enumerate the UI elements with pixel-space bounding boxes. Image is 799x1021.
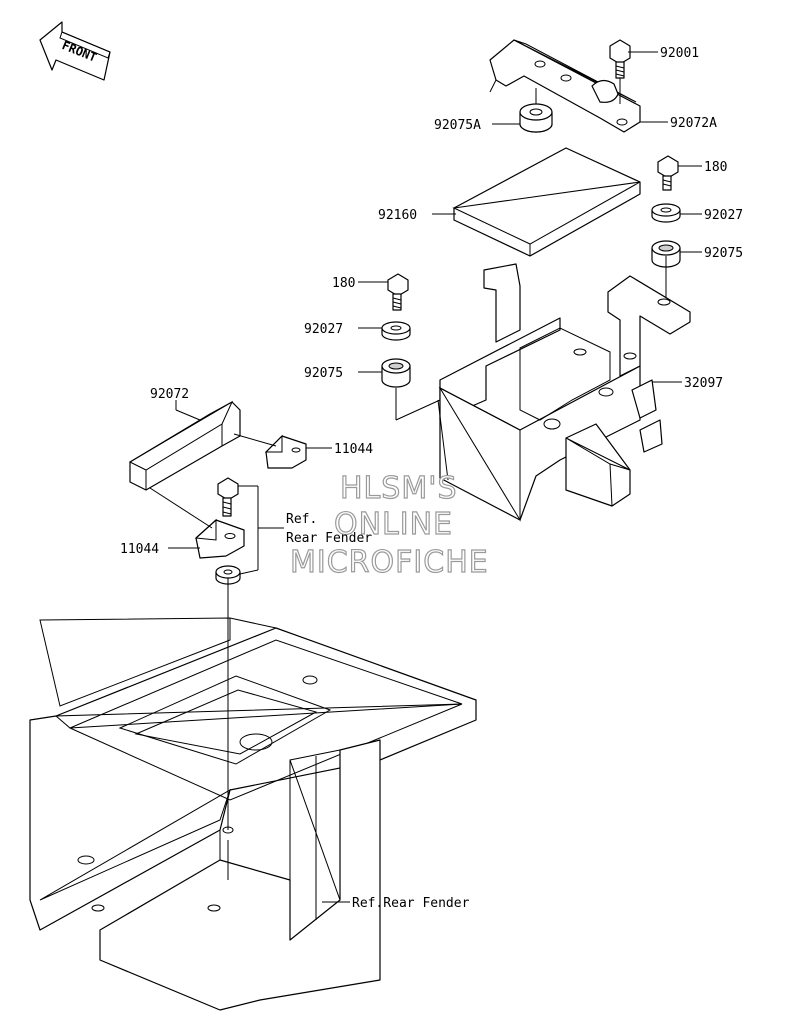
damper-top	[519, 103, 553, 133]
label-ref-fender-line1: Ref.	[286, 512, 317, 527]
washer-left	[381, 321, 411, 341]
label-clip-upper: 11044	[334, 442, 373, 457]
watermark-line2: ONLINE	[334, 507, 453, 542]
watermark: HLSM'S ONLINE MICROFICHE	[289, 470, 489, 580]
rear-fender	[29, 617, 477, 1011]
label-bolt-right: 180	[704, 160, 727, 175]
label-damper-right: 92075	[704, 246, 743, 261]
bolt-top	[609, 39, 631, 79]
battery-case	[438, 263, 691, 522]
label-bolt-top: 92001	[660, 46, 699, 61]
label-damper-top: 92075A	[434, 118, 481, 133]
watermark-line1: HLSM'S	[340, 471, 458, 506]
label-strap: 92072	[150, 387, 189, 402]
label-ref-fender-line2: Rear Fender	[286, 531, 372, 546]
bolt-lower	[217, 477, 239, 517]
leader-lines	[149, 51, 702, 903]
callout-labels: 92001 92072A 92075A 92160 180 92027 9207…	[120, 46, 743, 911]
bracket-top	[489, 39, 641, 133]
clip-upper	[264, 434, 307, 469]
watermark-line3: MICROFICHE	[290, 545, 489, 580]
bolt-left	[387, 273, 409, 311]
front-arrow-icon: FRONT	[39, 21, 111, 81]
label-washer-right: 92027	[704, 208, 743, 223]
label-damper-left: 92075	[304, 366, 343, 381]
washer-right	[651, 203, 681, 223]
label-battery-case: 32097	[684, 376, 723, 391]
strap	[128, 400, 241, 491]
label-washer-left: 92027	[304, 322, 343, 337]
damper-left	[381, 358, 411, 388]
label-ref-fender-bottom: Ref.Rear Fender	[352, 896, 470, 911]
clip-lower	[194, 518, 245, 559]
label-pad: 92160	[378, 208, 417, 223]
label-bracket-top: 92072A	[670, 116, 717, 131]
bolt-right	[657, 155, 679, 191]
battery-pad	[452, 147, 641, 257]
label-clip-lower: 11044	[120, 542, 159, 557]
label-bolt-left: 180	[332, 276, 355, 291]
